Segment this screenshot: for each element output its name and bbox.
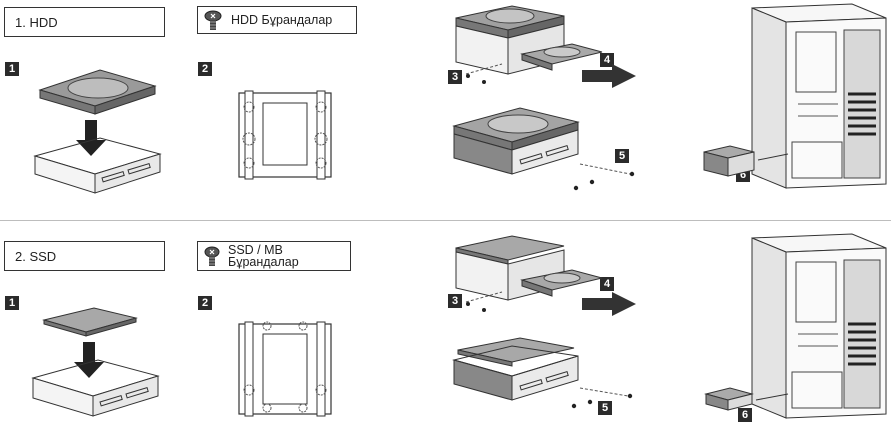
hdd-step5-illustration	[452, 107, 635, 191]
hdd-title-text: 1. HDD	[15, 14, 58, 30]
ssd-screw-label-line2: Бұрандалар	[228, 255, 299, 269]
hdd-step-4-badge: 4	[600, 53, 614, 67]
ssd-step1-illustration	[31, 307, 160, 417]
hdd-step1-illustration	[33, 69, 162, 194]
section-divider	[0, 220, 891, 221]
ssd-step2-bracket	[238, 321, 332, 417]
hdd-step6-case	[703, 3, 887, 189]
hdd-screw-label: HDD Бұрандалар	[231, 13, 333, 27]
ssd-step6-case	[704, 233, 887, 419]
ssd-screw-label-box: SSD / MB Бұрандалар	[197, 241, 351, 271]
ssd-step-2-badge: 2	[198, 296, 212, 310]
ssd-title-text: 2. SSD	[15, 248, 57, 264]
ssd-step-3-badge: 3	[448, 294, 462, 308]
hdd-step-2-badge: 2	[198, 62, 212, 76]
hdd-section-title: 1. HDD	[4, 7, 165, 37]
ssd-step34-illustration	[455, 235, 636, 316]
ssd-step5-illustration	[452, 337, 633, 409]
hdd-screw-label-box: HDD Бұрандалар	[197, 6, 357, 34]
ssd-section-title: 2. SSD	[4, 241, 165, 271]
ssd-step-4-badge: 4	[600, 277, 614, 291]
hdd-step-3-badge: 3	[448, 70, 462, 84]
ssd-step-6-badge: 6	[738, 408, 752, 422]
ssd-screw-label-line1: SSD / MB	[228, 243, 283, 257]
hdd-step-5-badge: 5	[615, 149, 629, 163]
screw-icon	[204, 246, 220, 266]
hdd-step-1-badge: 1	[5, 62, 19, 76]
hdd-step34-illustration	[455, 5, 636, 88]
screw-icon	[204, 10, 222, 30]
ssd-step-5-badge: 5	[598, 401, 612, 415]
ssd-step-1-badge: 1	[5, 296, 19, 310]
hdd-step2-bracket	[238, 90, 332, 180]
